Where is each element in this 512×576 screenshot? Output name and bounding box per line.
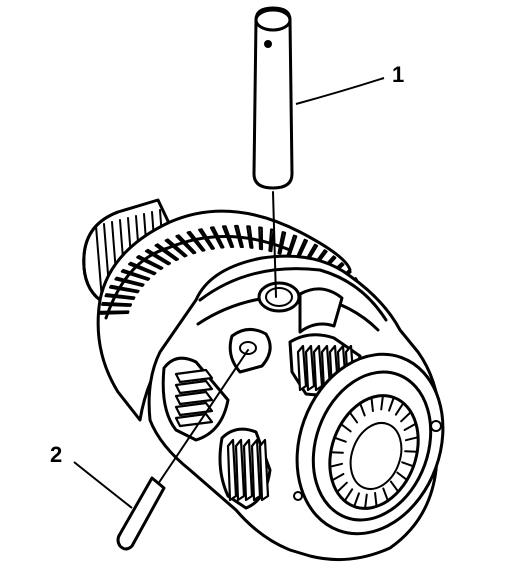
leader-line-2 xyxy=(73,461,133,509)
small-pin xyxy=(116,349,249,551)
callout-1: 1 xyxy=(295,62,404,105)
callout-number-2: 2 xyxy=(50,442,62,467)
callout-2: 2 xyxy=(50,442,133,509)
pin-alignment-line xyxy=(272,191,277,298)
callout-number-1: 1 xyxy=(392,62,404,87)
leader-line-1 xyxy=(295,77,385,105)
differential-carrier xyxy=(147,254,445,562)
pin xyxy=(252,6,294,190)
